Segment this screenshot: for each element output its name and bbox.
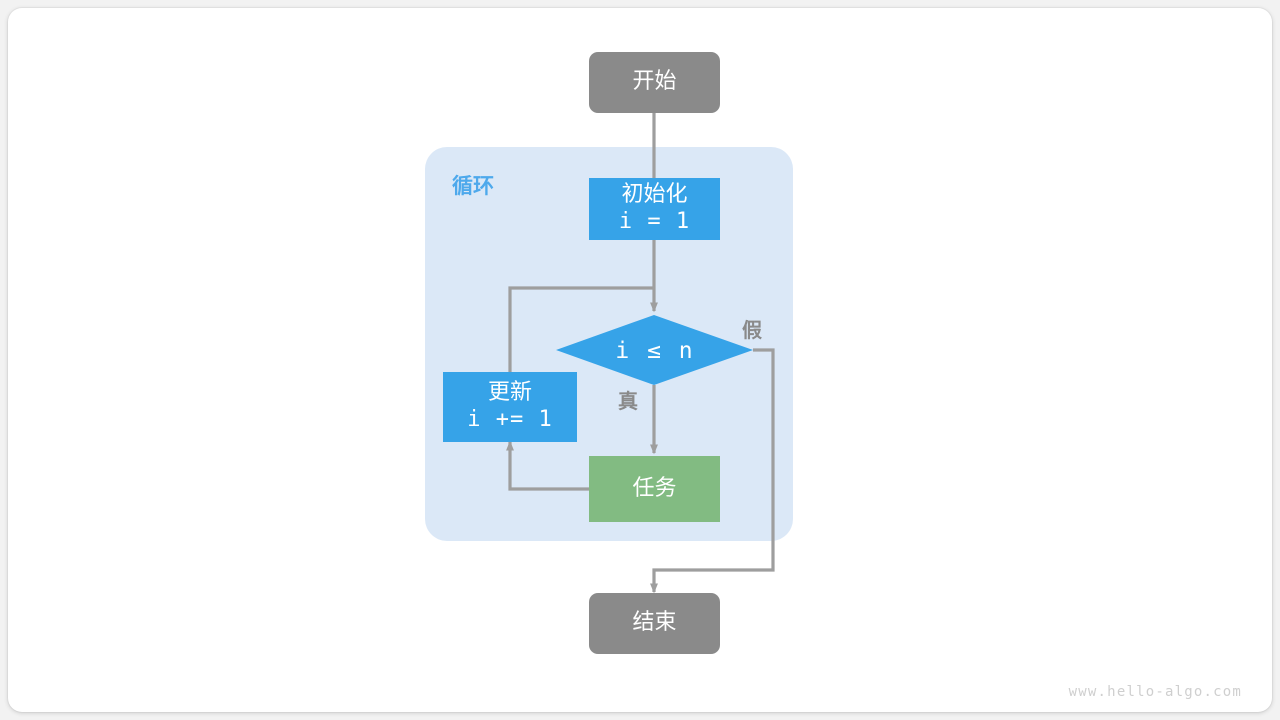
node-start[interactable]: 开始 xyxy=(589,52,720,113)
watermark: www.hello-algo.com xyxy=(1068,684,1242,700)
node-init-expression: i = 1 xyxy=(618,209,691,234)
condition-label: i ≤ n xyxy=(615,338,695,364)
node-start-label: 开始 xyxy=(632,69,677,95)
loop-group-label: 循环 xyxy=(452,174,494,198)
node-update-expression: i += 1 xyxy=(467,407,553,432)
edge-label-true: 真 xyxy=(618,389,638,413)
node-update-label: 更新 xyxy=(487,380,532,406)
node-end-label: 结束 xyxy=(632,610,677,636)
node-init-label: 初始化 xyxy=(621,182,688,208)
node-update[interactable]: 更新 i += 1 xyxy=(443,372,577,442)
node-end[interactable]: 结束 xyxy=(589,593,720,654)
node-init[interactable]: 初始化 i = 1 xyxy=(589,178,720,240)
node-task-label: 任务 xyxy=(632,475,677,501)
edge-label-false: 假 xyxy=(742,318,762,342)
node-task[interactable]: 任务 xyxy=(589,456,720,522)
